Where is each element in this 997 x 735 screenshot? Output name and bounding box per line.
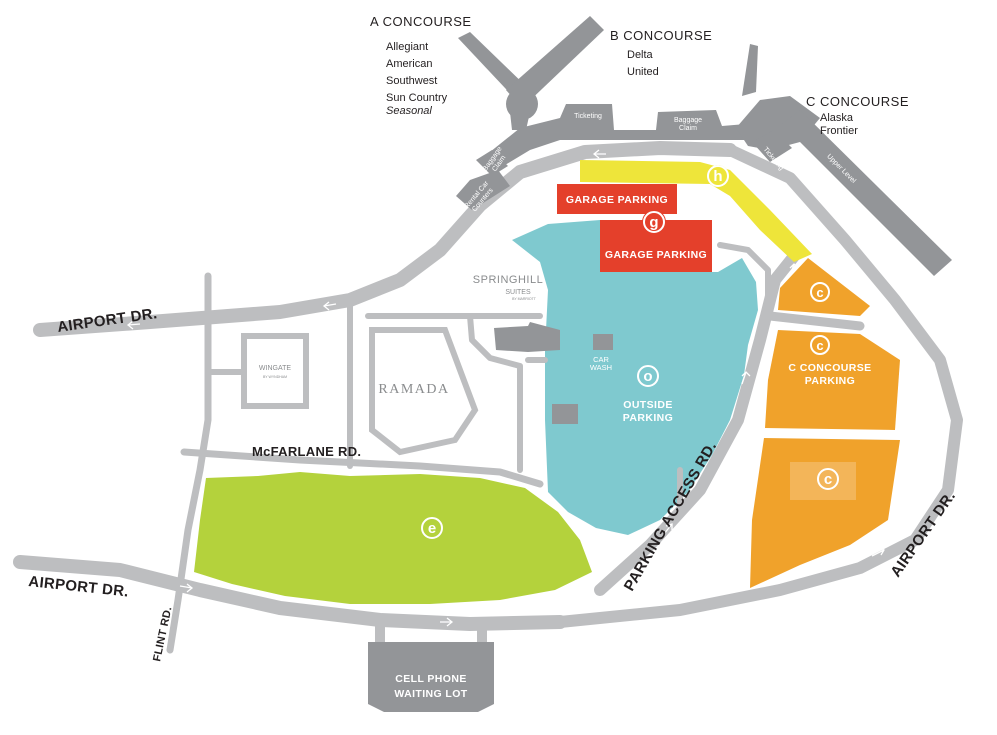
svg-text:c: c: [824, 471, 832, 488]
badge-e: e: [421, 517, 443, 539]
c-concourse-parking-lot-top[interactable]: [778, 258, 870, 316]
hourly-parking-lot[interactable]: [580, 160, 812, 262]
a-seasonal-note: Seasonal: [386, 105, 432, 117]
small-building: [552, 404, 578, 424]
terminal-complex: [456, 16, 952, 276]
lane-arrows: [126, 149, 891, 627]
badge-c1: c: [810, 282, 830, 302]
road-network: [13, 141, 963, 654]
wingate-label: WINGATE: [259, 365, 291, 372]
b-airline-1: Delta: [627, 49, 654, 61]
a-airline-3: Southwest: [386, 75, 437, 87]
a-airline-1: Allegiant: [386, 41, 428, 53]
springhill-tiny-label: BY MARRIOTT: [512, 297, 537, 301]
car-wash-building: [593, 334, 613, 350]
c-airline-1: Alaska: [820, 112, 854, 124]
c-concourse-parking-lot-middle[interactable]: [765, 330, 900, 430]
wingate-sub-label: BY WYNDHAM: [263, 375, 287, 379]
springhill-building: [494, 322, 560, 352]
a-airline-4: Sun Country: [386, 92, 448, 104]
badge-h: h: [707, 165, 729, 187]
garage-parking-label-1: GARAGE PARKING: [566, 194, 668, 206]
ramada-lot: [369, 327, 479, 456]
b-airline-2: United: [627, 66, 659, 78]
c-concourse-parking-lot-bottom[interactable]: [750, 438, 900, 588]
airport-dr-right-label: AIRPORT DR.: [887, 488, 959, 580]
svg-text:h: h: [713, 168, 722, 185]
c-concourse-title: C CONCOURSE: [806, 94, 909, 109]
badge-o: o: [637, 365, 659, 387]
a-airline-2: American: [386, 58, 432, 70]
badge-c3: c: [817, 468, 839, 490]
economy-parking-lot[interactable]: [194, 472, 592, 604]
c-airline-2: Frontier: [820, 125, 858, 137]
svg-text:e: e: [428, 520, 436, 537]
ramada-label: RAMADA: [378, 382, 449, 397]
svg-text:g: g: [649, 214, 658, 231]
ticketing-top-label: Ticketing: [574, 113, 602, 120]
mcfarlane-rd-label: McFARLANE RD.: [252, 444, 361, 459]
airport-dr-lower-left-label: AIRPORT DR.: [28, 573, 130, 600]
svg-text:o: o: [643, 368, 652, 385]
badge-c2: c: [810, 335, 830, 355]
svg-text:c: c: [816, 338, 823, 353]
springhill-sub-label: SUITES: [505, 289, 531, 296]
garage-parking-label-2: GARAGE PARKING: [605, 249, 707, 261]
c-lot-highlight: [790, 462, 856, 500]
outside-parking-lot[interactable]: [512, 220, 758, 535]
cell-phone-lot[interactable]: [368, 642, 494, 712]
springhill-label: SPRINGHILL: [473, 274, 543, 286]
wingate-building: [241, 333, 309, 409]
badge-g: g: [642, 210, 666, 234]
b-concourse-title: B CONCOURSE: [610, 28, 712, 43]
svg-text:c: c: [816, 285, 823, 300]
a-concourse-title: A CONCOURSE: [370, 14, 472, 29]
garage-parking-top[interactable]: [557, 184, 677, 214]
